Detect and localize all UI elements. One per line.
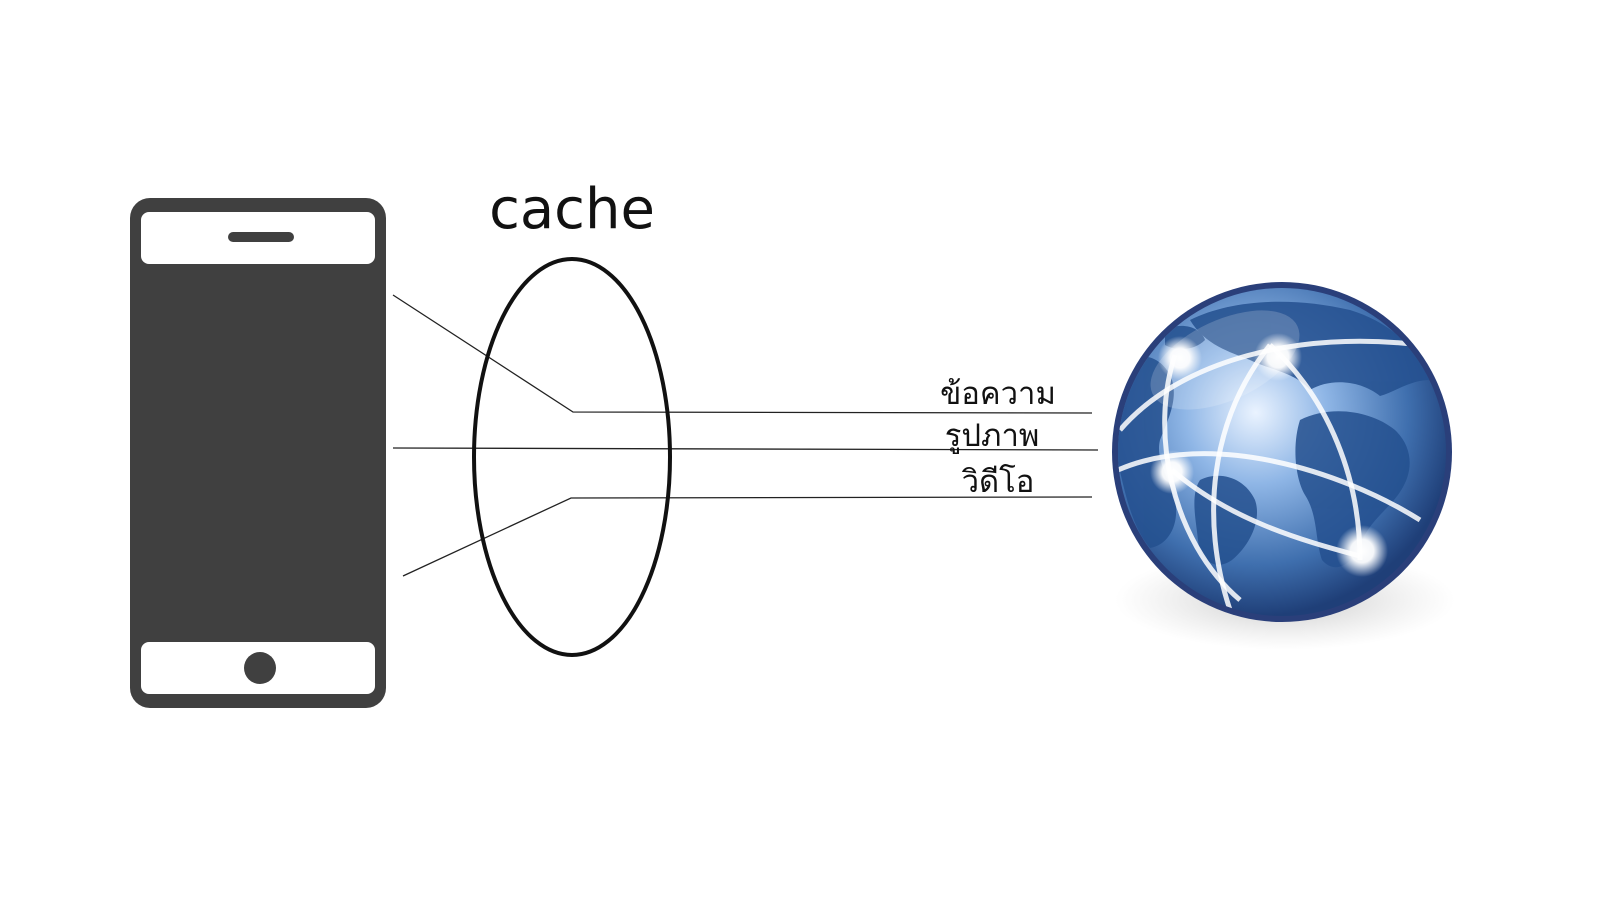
cache-label: cache <box>489 177 655 242</box>
line-text <box>392 294 1093 414</box>
line-video <box>402 496 1093 577</box>
cache-ring <box>472 257 672 657</box>
home-button <box>244 652 276 684</box>
speaker-slot <box>228 232 294 242</box>
smartphone-icon <box>130 198 386 708</box>
data-item-text: ข้อความ <box>940 376 1056 412</box>
globe-network-icon <box>1112 282 1455 650</box>
data-item-image: รูปภาพ <box>945 418 1040 454</box>
line-image <box>392 447 1099 451</box>
connection-lines <box>392 294 1099 577</box>
data-item-video: วิดีโอ <box>961 464 1034 500</box>
